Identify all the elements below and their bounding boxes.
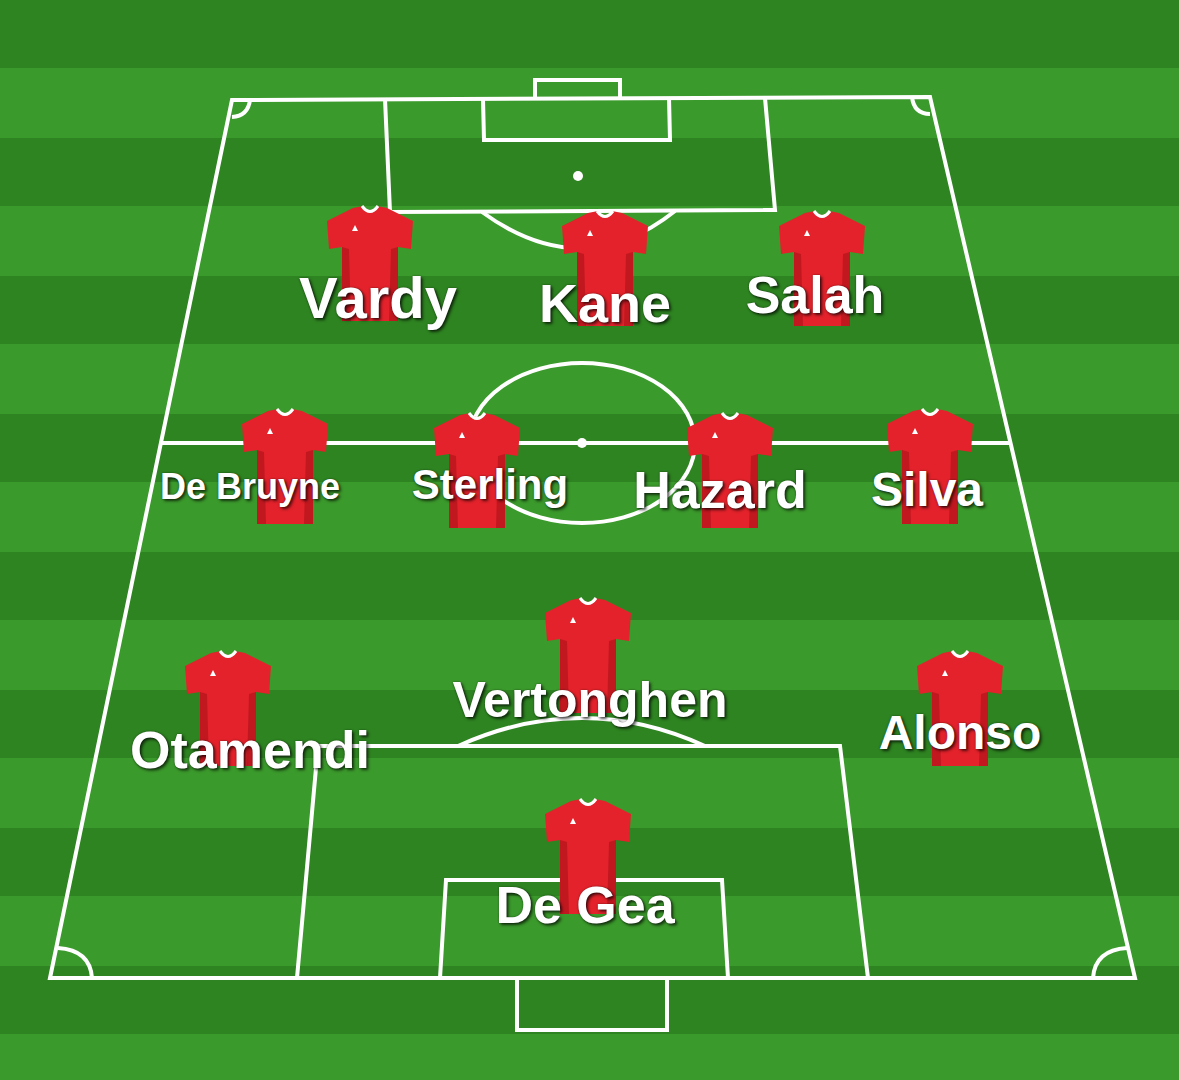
player-shirt: Vertonghen [452, 597, 727, 725]
player-shirt: De Bruyne [160, 408, 340, 526]
player-name: Alonso [879, 709, 1042, 757]
player-name: Silva [871, 466, 983, 514]
player-name: Vertonghen [452, 675, 727, 725]
player-name: De Gea [495, 879, 674, 931]
bottom-penalty-box [297, 746, 868, 978]
player-name: Hazard [633, 464, 806, 516]
player-shirt: Sterling [412, 412, 568, 530]
player-shirt: Vardy [299, 205, 457, 327]
player-shirt: Silva [871, 408, 983, 526]
player-shirt: Otamendi [130, 650, 370, 776]
corner-arc [912, 97, 930, 114]
player-shirt: Kane [539, 210, 671, 330]
pitch-boundary [50, 97, 1135, 978]
player-name: De Bruyne [160, 469, 340, 505]
penalty-spot [573, 171, 583, 181]
player-shirt: De Gea [495, 798, 674, 931]
corner-arc [232, 100, 250, 117]
player-shirt: Hazard [633, 412, 806, 530]
corner-arc [58, 948, 92, 978]
player-name: Salah [746, 269, 885, 321]
player-name: Sterling [412, 464, 568, 506]
top-goal [535, 80, 620, 99]
bottom-goal-area [440, 880, 728, 978]
player-shirt: Salah [746, 210, 885, 328]
corner-arc [1093, 948, 1127, 978]
top-penalty-box [385, 98, 775, 212]
player-name: Kane [539, 276, 671, 330]
player-name: Vardy [299, 269, 457, 327]
bottom-goal [517, 980, 667, 1030]
centre-spot [577, 438, 587, 448]
player-shirt: Alonso [879, 650, 1042, 768]
top-goal-area [483, 98, 670, 140]
shirt-icon [240, 408, 330, 526]
player-name: Otamendi [130, 724, 370, 776]
